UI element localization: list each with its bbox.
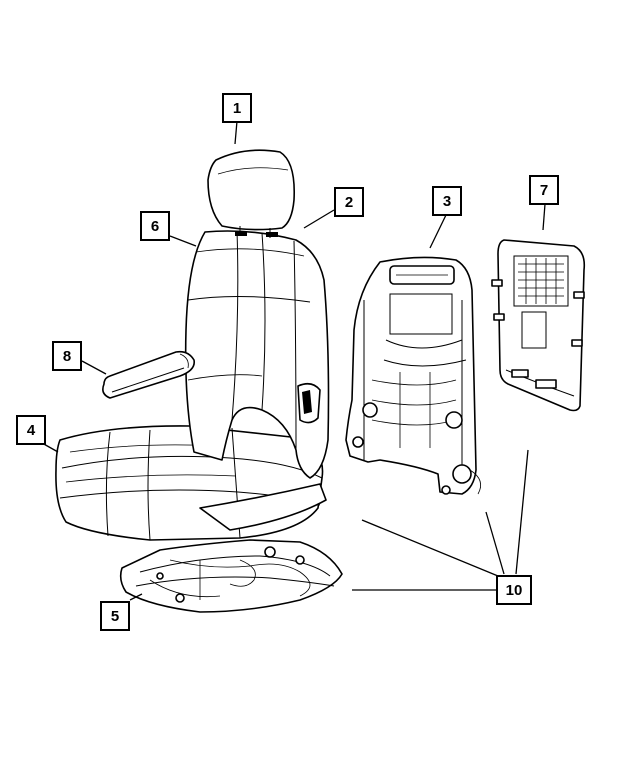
leader-lines bbox=[41, 120, 546, 601]
callout-2: 2 bbox=[334, 187, 364, 217]
headrest bbox=[207, 149, 296, 238]
callout-4: 4 bbox=[16, 415, 46, 445]
callout-3: 3 bbox=[432, 186, 462, 216]
seat-cushion bbox=[55, 425, 324, 541]
callout-8: 8 bbox=[52, 341, 82, 371]
callout-6: 6 bbox=[140, 211, 170, 241]
callout-7: 7 bbox=[529, 175, 559, 205]
callout-5: 5 bbox=[100, 601, 130, 631]
armrest bbox=[102, 350, 196, 399]
seat-pan-frame bbox=[119, 539, 343, 613]
seat-back-frame bbox=[345, 256, 482, 495]
callout-10: 10 bbox=[496, 575, 532, 605]
callout-1: 1 bbox=[222, 93, 252, 123]
seat-back-panel bbox=[491, 239, 586, 412]
seat-back bbox=[184, 230, 330, 531]
